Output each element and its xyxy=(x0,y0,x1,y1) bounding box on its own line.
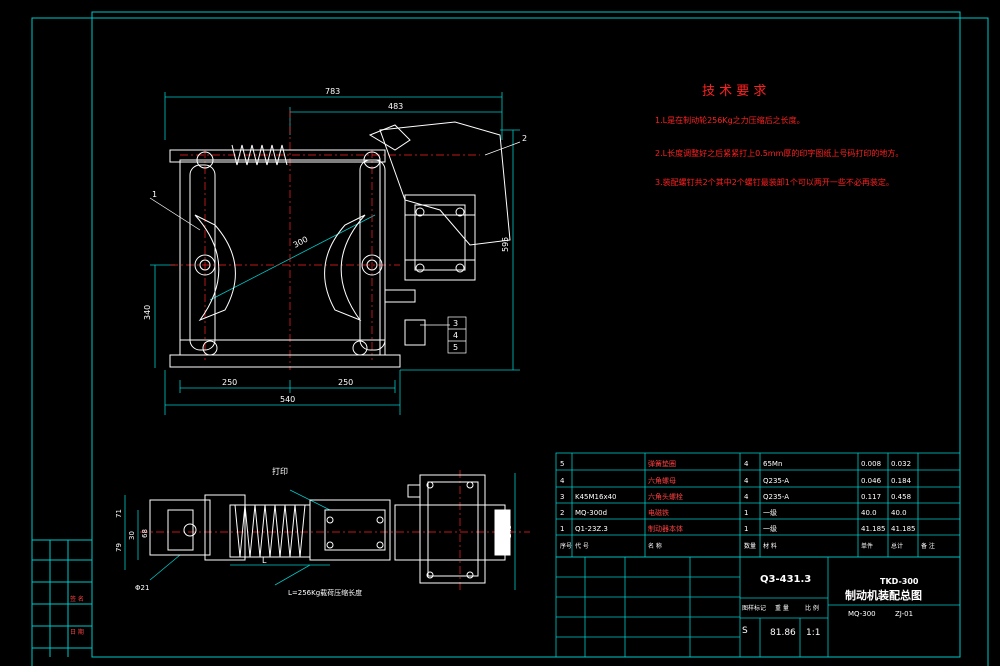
drawing-number: Q3-431.3 xyxy=(760,574,811,585)
bom-cell-material: 一级 xyxy=(763,524,777,533)
balloon-4: 4 xyxy=(453,331,458,340)
bom-cell-w2: 0.184 xyxy=(891,477,912,485)
scale-value: 1:1 xyxy=(806,628,820,638)
bom-header-cell: 数量 xyxy=(744,542,756,550)
bom-cell-w2: 41.185 xyxy=(891,525,916,533)
bom-cell-name: 六角头螺栓 xyxy=(648,492,683,501)
bom-header-cell: 序号 xyxy=(560,542,572,550)
bom-header-cell: 备 注 xyxy=(921,542,935,550)
bom-cell-w1: 0.117 xyxy=(861,493,881,501)
sub-left: MQ-300 xyxy=(848,610,876,618)
drawing-frame xyxy=(31,11,989,666)
tech-requirements: 技 术 要 求 1.L是在制动轮256Kg之力压缩后之长度。 2.L长度调整好之… xyxy=(655,84,903,187)
bom-cell-no: 5 xyxy=(560,460,564,468)
main-view: 783 483 595 300 340 250 250 540 xyxy=(143,87,527,415)
main-view-centerlines xyxy=(170,110,480,370)
bom-header-cell: 总计 xyxy=(891,542,903,550)
bom-header-cell: 代 号 xyxy=(575,542,589,550)
dim-height-left: 340 xyxy=(143,305,152,320)
bom-cell-code: Q1-23Z.3 xyxy=(575,525,608,533)
dim-overall-width: 783 xyxy=(325,87,340,96)
bom-cell-name: 电磁铁 xyxy=(648,508,669,517)
drawing-title: 制动机装配总图 xyxy=(845,588,922,602)
main-view-leaders xyxy=(149,141,521,354)
bom-cell-no: 2 xyxy=(560,509,564,517)
scale-label: 比 例 xyxy=(805,604,819,612)
tech-req-item-3: 3.装配螺钉共2个其中2个螺钉最装卸1个可以两开一些不必再装定。 xyxy=(655,177,894,187)
bom-cell-code: K45M16x40 xyxy=(575,493,617,501)
brake-body xyxy=(169,121,511,368)
stamp-sign-label: 签 名 xyxy=(70,595,84,603)
note-compressed-length: L=256Kg载荷压缩长度 xyxy=(288,588,362,597)
note-print: 打印 xyxy=(272,466,288,476)
title-block xyxy=(555,556,961,658)
bom-cell-material: Q235-A xyxy=(763,493,789,501)
bom-cell-name: 弹簧垫圈 xyxy=(648,459,676,468)
bom-cell-w1: 0.008 xyxy=(861,460,881,468)
dim-71: 71 xyxy=(115,509,123,518)
balloon-5: 5 xyxy=(453,343,458,352)
bom-cell-w1: 41.185 xyxy=(861,525,886,533)
balloon-1: 1 xyxy=(152,190,157,199)
bom-cell-qty: 4 xyxy=(744,477,749,485)
side-view-parts xyxy=(149,474,511,584)
bom-cell-no: 1 xyxy=(560,525,564,533)
tech-req-item-1: 1.L是在制动轮256Kg之力压缩后之长度。 xyxy=(655,115,805,125)
model-number: TKD-300 xyxy=(880,577,919,586)
bom-cell-qty: 1 xyxy=(744,525,748,533)
bom-table xyxy=(555,452,961,558)
stamp-date-label: 日 期 xyxy=(70,628,84,636)
side-view-dimensions xyxy=(124,473,516,590)
bom-cell-material: 一级 xyxy=(763,508,777,517)
tech-req-item-2: 2.L长度调整好之后紧紧打上0.5mm厚的印字图纸上号码打印的地方。 xyxy=(655,148,903,158)
dim-base-width: 540 xyxy=(280,395,295,404)
stage-label: S xyxy=(742,626,748,636)
dim-68: 68 xyxy=(141,529,149,538)
dim-phi21: Φ21 xyxy=(135,584,149,592)
dim-upper-right: 483 xyxy=(388,102,403,111)
side-view: 71 79 30 68 245 L Φ21 打印 L=256Kg载荷压缩长度 xyxy=(115,466,530,597)
bom-cell-no: 4 xyxy=(560,477,565,485)
bom-cell-w2: 0.032 xyxy=(891,460,911,468)
bom-header-cell: 单件 xyxy=(861,542,873,550)
balloon-2: 2 xyxy=(522,134,527,143)
bom-cell-qty: 1 xyxy=(744,509,748,517)
bom-cell-no: 3 xyxy=(560,493,564,501)
dim-half-left: 250 xyxy=(222,378,237,387)
bom-cell-code: MQ-300d xyxy=(575,509,607,517)
bom-cell-w2: 0.458 xyxy=(891,493,911,501)
bom-cell-w2: 40.0 xyxy=(891,509,907,517)
dim-30: 30 xyxy=(128,531,136,540)
dim-l: L xyxy=(262,556,267,565)
bom-cell-name: 六角螺母 xyxy=(648,476,676,485)
balloon-3: 3 xyxy=(453,319,458,328)
bom-cell-name: 制动器本体 xyxy=(648,524,683,533)
bom-header-cell: 材 料 xyxy=(763,542,777,550)
dim-diagonal: 300 xyxy=(292,235,310,250)
weight-value: 81.86 xyxy=(770,628,796,638)
bom-cell-qty: 4 xyxy=(744,493,749,501)
mark-label: 图样标记 xyxy=(742,604,766,612)
bom-cell-w1: 40.0 xyxy=(861,509,877,517)
dim-height-right: 595 xyxy=(501,237,510,252)
bom-cell-material: Q235-A xyxy=(763,477,789,485)
dim-79: 79 xyxy=(115,543,123,552)
tech-req-title: 技 术 要 求 xyxy=(702,84,766,99)
bom-cell-material: 65Mn xyxy=(763,460,782,468)
bom-cell-qty: 4 xyxy=(744,460,749,468)
weight-label: 重 量 xyxy=(775,604,789,612)
bom-cell-w1: 0.046 xyxy=(861,477,882,485)
dim-half-right: 250 xyxy=(338,378,353,387)
bom-header-cell: 名 称 xyxy=(648,542,662,550)
sub-right: ZJ-01 xyxy=(895,610,913,618)
